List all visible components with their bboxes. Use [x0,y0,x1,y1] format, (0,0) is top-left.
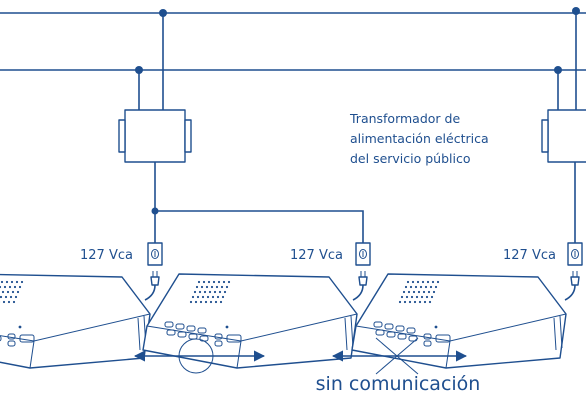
outlet-voltage-label-3: 127 Vca [503,248,556,263]
outlet-voltage-label-1: 127 Vca [80,248,133,263]
intercom-unit-2 [142,273,358,369]
transformer-label-line2: alimentación eléctrica [350,131,489,146]
outlet-voltage-label-2: 127 Vca [290,248,343,263]
wall-outlet-1 [144,242,163,301]
communication-ok-circle-icon [178,338,214,374]
no-communication-label: sin comunicación [316,373,481,395]
wall-outlet-2 [352,242,371,301]
wall-outlet-3 [564,242,583,301]
transformer-label-line1: Transformador de [349,111,460,126]
transformer-label-line3: del servicio público [350,151,471,166]
intercom-unit-3 [351,273,567,369]
transformer-left [118,109,192,163]
intercom-unit-1 [0,273,151,369]
transformer-right [541,109,586,163]
